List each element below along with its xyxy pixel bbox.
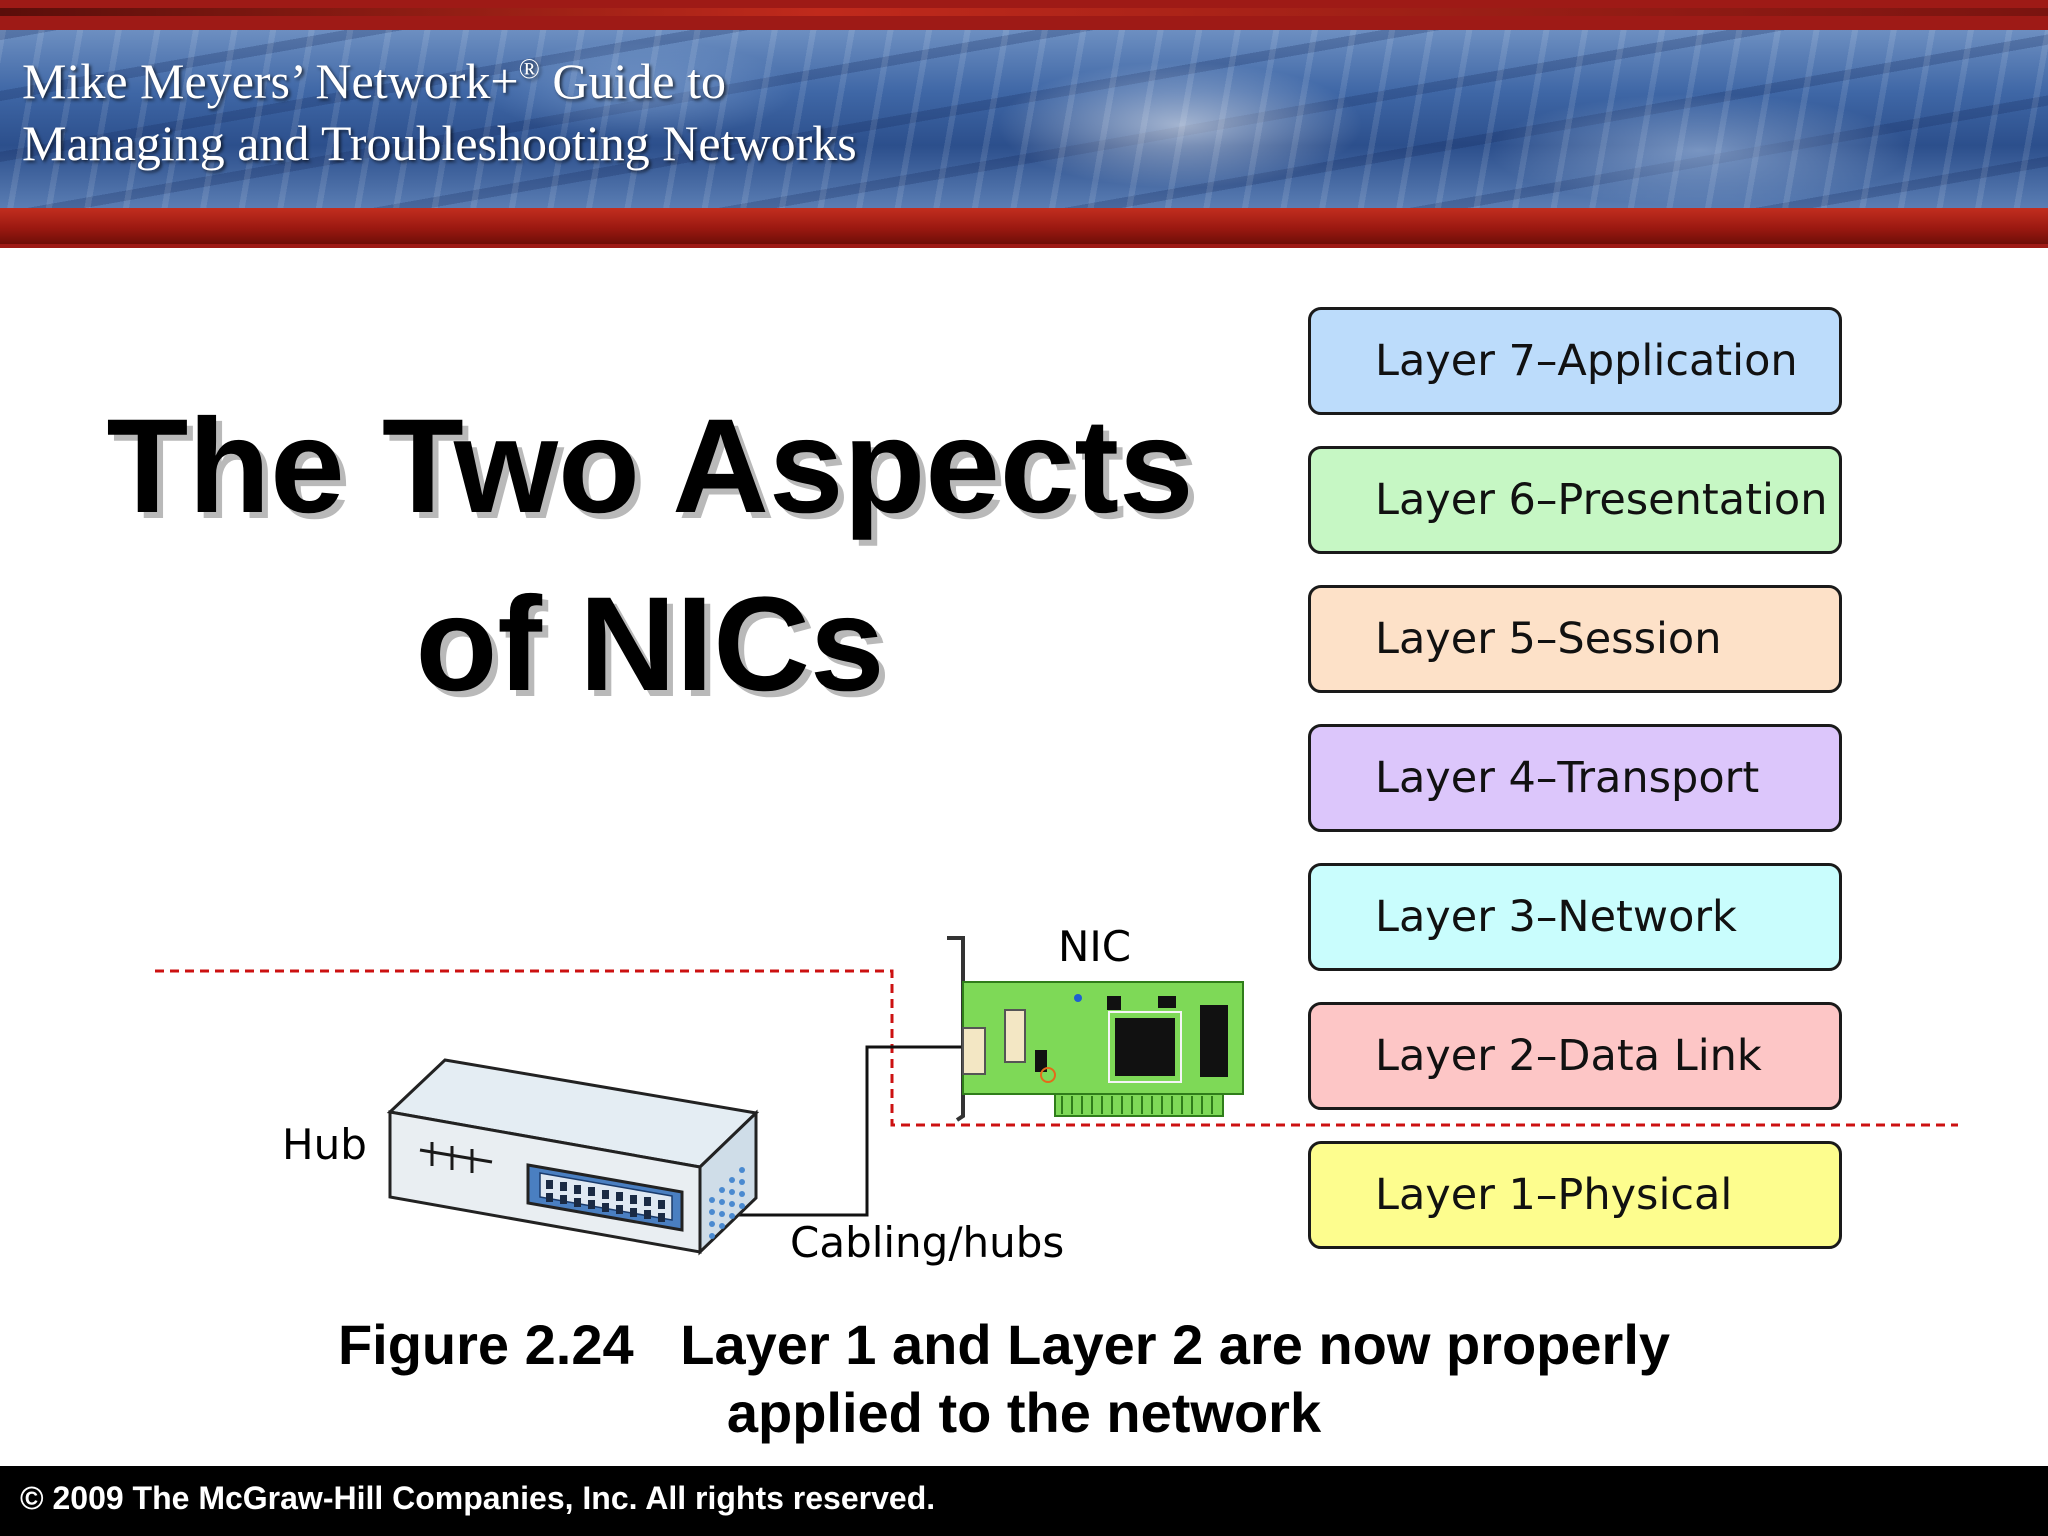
copyright-notice: © 2009 The McGraw-Hill Companies, Inc. A…	[20, 1480, 935, 1517]
nic-label: NIC	[1058, 922, 1131, 971]
nic-small-chip-3	[1158, 996, 1176, 1008]
osi-layer-label: Layer 7–Application	[1375, 336, 1798, 386]
figure-caption-line-1: Figure 2.24 Layer 1 and Layer 2 are now …	[0, 1312, 2028, 1377]
nic-edge-connector	[1055, 1094, 1223, 1116]
nic-hub-diagram: NIC Hub Cabling/hubs	[0, 900, 2048, 1280]
nic-bracket	[947, 938, 963, 1120]
nic-controller-chip	[1115, 1018, 1175, 1076]
osi-layer-label: Layer 6–Presentation	[1375, 475, 1827, 525]
banner-title-text: Mike Meyers’ Network+	[22, 53, 519, 109]
osi-layer-7: Layer 7–Application	[1308, 307, 1842, 415]
nic-transformer	[1005, 1010, 1025, 1062]
nic-rom-chip	[1200, 1005, 1228, 1077]
nic-led	[1074, 994, 1082, 1002]
banner-book-title-line-2: Managing and Troubleshooting Networks	[22, 114, 857, 172]
osi-layer-6: Layer 6–Presentation	[1308, 446, 1842, 554]
cabling-label: Cabling/hubs	[790, 1218, 1064, 1267]
figure-caption-line-2: applied to the network	[0, 1380, 2048, 1445]
osi-layer-4: Layer 4–Transport	[1308, 724, 1842, 832]
hub-device	[390, 1060, 756, 1252]
registered-mark: ®	[519, 54, 540, 85]
banner-book-title-line-1: Mike Meyers’ Network+® Guide to	[22, 52, 726, 110]
slide-title-line-2: of NICs	[0, 568, 1300, 721]
osi-layer-label: Layer 5–Session	[1375, 614, 1721, 664]
footer-bar: © 2009 The McGraw-Hill Companies, Inc. A…	[0, 1466, 2048, 1536]
hub-label: Hub	[282, 1120, 367, 1169]
osi-layer-label: Layer 4–Transport	[1375, 753, 1759, 803]
banner-top-stripe	[0, 8, 2048, 16]
slide-title-line-1: The Two Aspects	[0, 390, 1300, 543]
nic-small-chip-2	[1107, 996, 1121, 1010]
osi-layer-5: Layer 5–Session	[1308, 585, 1842, 693]
banner-bottom-stripe	[0, 208, 2048, 244]
nic-rj45-port	[963, 1028, 985, 1074]
banner-title-tail: Guide to	[540, 53, 726, 109]
header-banner: Mike Meyers’ Network+® Guide to Managing…	[0, 0, 2048, 248]
